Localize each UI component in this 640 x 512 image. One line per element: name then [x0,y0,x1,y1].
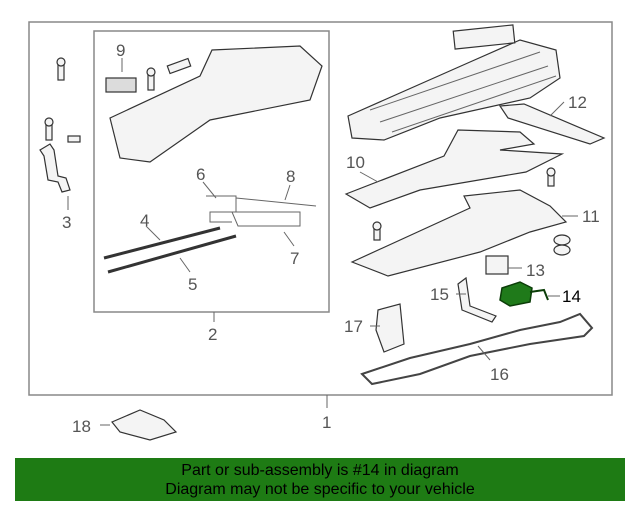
part-16-harness[interactable] [360,312,594,386]
callout-11: 11 [582,207,600,226]
bolt-icon [146,67,156,91]
callout-1: 1 [322,413,331,432]
part-5-strip[interactable] [107,234,237,274]
diagram-outer-frame [28,21,613,396]
subassembly-2-frame [93,30,330,313]
callout-6: 6 [196,165,205,184]
part-8-seal[interactable] [235,184,317,207]
callout-15: 15 [430,285,449,304]
part-17-bracket[interactable] [370,303,405,353]
part-14-highlighted[interactable] [499,281,560,307]
callout-16: 16 [490,365,509,384]
banner-line-1: Part or sub-assembly is #14 in diagram [181,462,459,479]
callout-2: 2 [208,325,217,344]
callout-14: 14 [562,287,581,306]
callout-10: 10 [346,153,365,172]
callout-3: 3 [62,213,71,232]
info-banner: Part or sub-assembly is #14 in diagram D… [15,458,625,501]
battery-module[interactable] [347,24,561,141]
part-3-bracket[interactable] [39,57,81,210]
parts-diagram: 1 2 3 4 5 6 7 8 9 10 11 12 13 14 15 16 1… [28,21,613,441]
part-6-seal[interactable] [202,181,237,223]
part-12-bracket[interactable] [498,101,606,145]
part-18-shield[interactable] [100,409,178,441]
part-4-strip[interactable] [103,225,221,260]
callout-17: 17 [344,317,363,336]
part-15-bracket[interactable] [456,276,497,323]
battery-cover[interactable] [109,45,323,163]
callout-4: 4 [140,211,149,230]
part-10-tray[interactable] [344,129,565,209]
callout-5: 5 [188,275,197,294]
callout-7: 7 [290,249,299,268]
callout-9: 9 [116,41,125,60]
part-13-sensor[interactable] [485,255,522,275]
part-9-pad[interactable] [105,58,137,93]
callout-18: 18 [72,417,91,436]
callout-12: 12 [568,93,587,112]
banner-line-2: Diagram may not be specific to your vehi… [165,481,475,498]
part-11-lower-tray[interactable] [350,167,578,277]
callout-13: 13 [526,261,545,280]
callout-8: 8 [286,167,295,186]
part-7-seal[interactable] [231,211,301,247]
